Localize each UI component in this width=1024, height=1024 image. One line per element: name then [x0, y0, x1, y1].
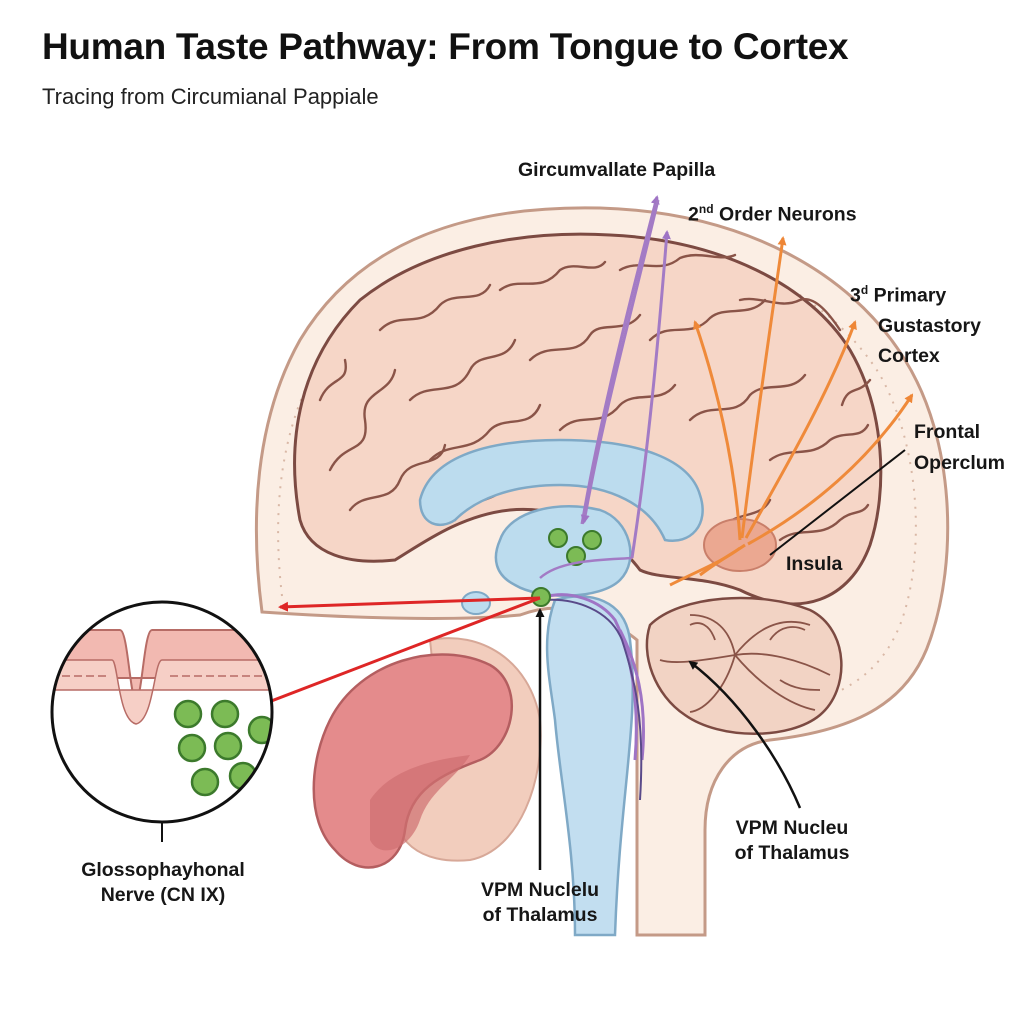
insula-pointer — [769, 449, 906, 556]
diagram-title: Human Taste Pathway: From Tongue to Cort… — [42, 26, 849, 67]
vpm-bottom-line-1: VPM Nuclelu — [480, 879, 600, 901]
papilla-arrow-down — [580, 199, 660, 524]
cerebellum — [645, 596, 843, 735]
taste-receptor-cell — [213, 731, 243, 761]
cranial-nerve-arrow — [278, 596, 541, 612]
cortical-projections — [669, 236, 914, 587]
thalamic-nucleus-dot — [548, 528, 568, 548]
label-vpm-nucleus-bottom: VPM Nuclelu of Thalamus — [462, 878, 618, 929]
nerve-line-2: Nerve (CN IX) — [100, 884, 226, 907]
pituitary — [461, 591, 491, 615]
diagram-subtitle: Tracing from Circumianal Pappiale — [42, 84, 379, 109]
vpm-right-pointer — [688, 660, 802, 809]
papilla-zoom-inset — [50, 600, 274, 824]
label-third-primary: 3d Primary — [850, 283, 947, 307]
label-gustatory: Gustastory — [878, 315, 981, 337]
tongue-shading — [370, 755, 470, 851]
second-order-arrow — [630, 230, 671, 559]
gustatory-tract — [544, 593, 645, 761]
thalamic-nucleus-dot — [566, 546, 586, 566]
taste-receptor-cell — [210, 699, 240, 729]
cerebral-gyri — [318, 253, 872, 542]
vpm-right-line-2: of Thalamus — [734, 842, 850, 865]
nerve-line-1: Glossophayhonal — [81, 859, 245, 881]
brainstem-tract-dark — [544, 598, 643, 801]
taste-receptor-cell — [177, 733, 207, 763]
label-insula: Insula — [786, 553, 843, 575]
vpm-bottom-line-2: of Thalamus — [482, 904, 598, 927]
label-circumvallate-papilla: Gircumvallate Papilla — [518, 159, 716, 181]
lateral-ventricle — [418, 438, 704, 543]
label-operculum: Operclum — [914, 452, 1006, 474]
label-vpm-nucleus-right: VPM Nucleu of Thalamus — [716, 816, 868, 867]
label-second-order-neurons: 2nd Order Neurons — [688, 202, 857, 226]
thalamic-nucleus-dot — [582, 530, 602, 550]
taste-receptor-cell — [190, 767, 220, 797]
label-glossopharyngeal-nerve: Glossophayhonal Nerve (CN IX) — [48, 858, 278, 909]
label-cortex: Cortex — [878, 345, 940, 367]
purple-connector — [539, 556, 633, 579]
papilla-arrow — [580, 195, 660, 525]
taste-receptor-cell — [173, 699, 203, 729]
vpm-right-line-1: VPM Nucleu — [735, 817, 849, 839]
label-frontal: Frontal — [914, 421, 981, 443]
cranial-nerve-arrow — [238, 596, 541, 715]
brainstem — [545, 595, 634, 937]
thalamus — [494, 505, 632, 597]
